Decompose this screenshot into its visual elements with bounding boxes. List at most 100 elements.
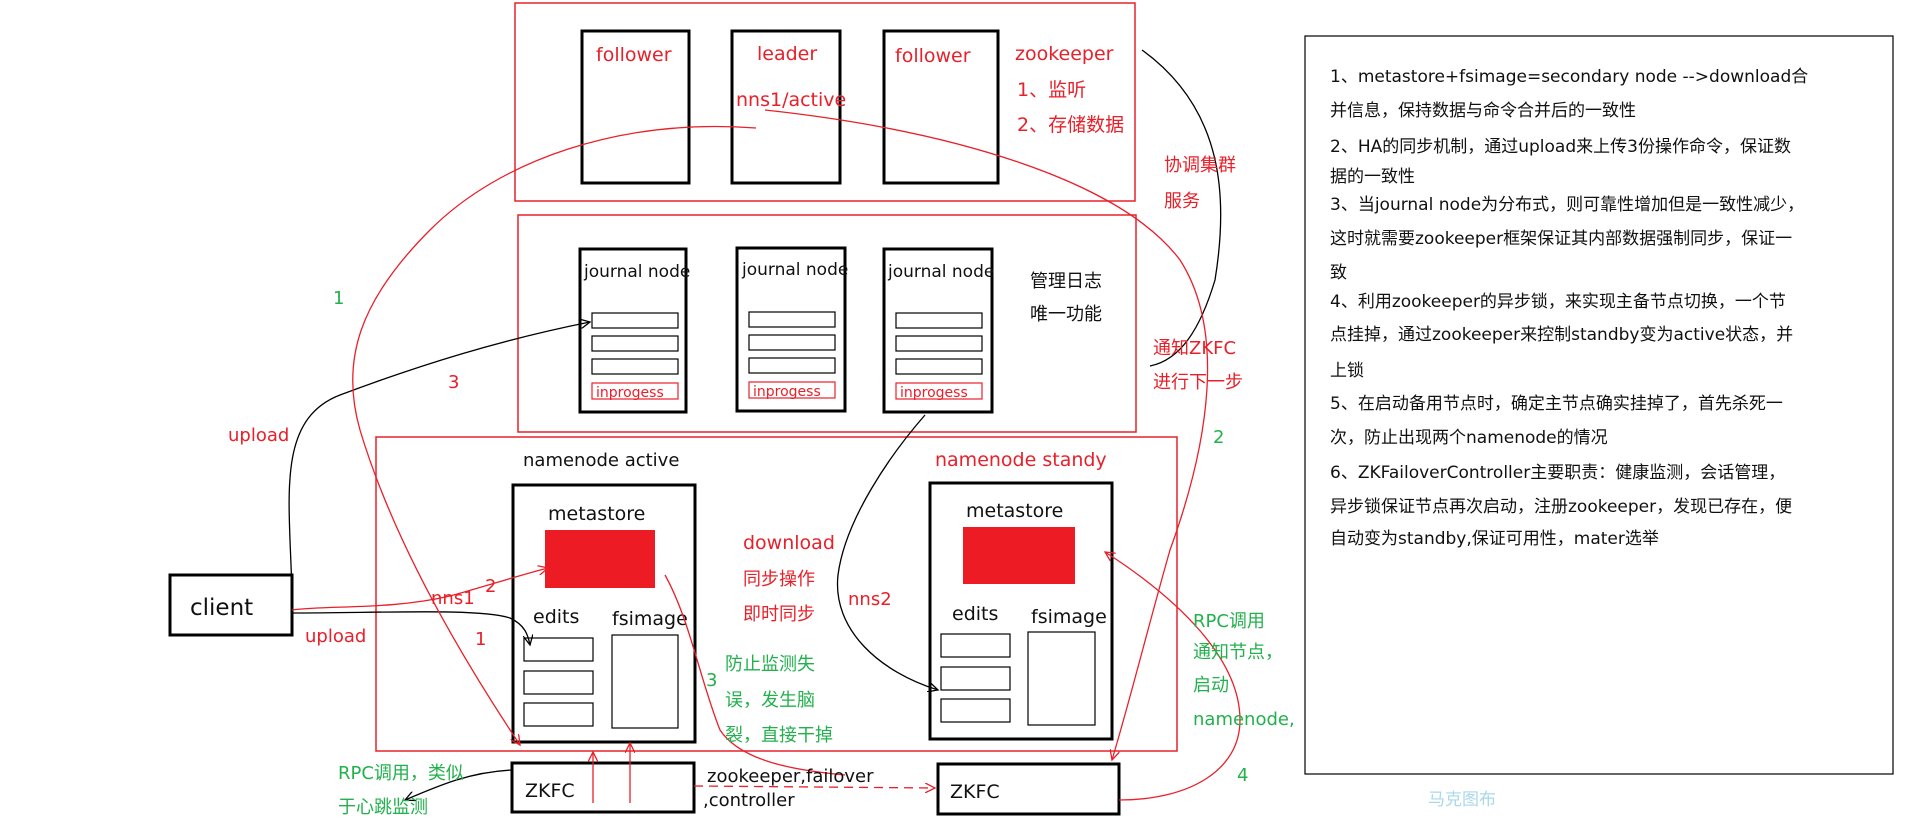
rpc-right-label-1: RPC调用 <box>1193 611 1265 632</box>
coord-label-1: 协调集群 <box>1164 155 1236 176</box>
leader-sublabel: nns1/active <box>736 89 846 111</box>
prevent-label-3: 裂，直接干掉 <box>725 725 833 746</box>
journal-cluster: journal node inprogess journal node inpr… <box>517 214 1137 433</box>
client-nns1-curve <box>291 568 548 611</box>
notes-line: 致 <box>1330 263 1347 283</box>
namenode-active-title: namenode active <box>523 450 679 471</box>
zookeeper-cluster: follower leader nns1/active follower zoo… <box>514 2 1136 202</box>
rpc-right-label-3: 启动 <box>1193 675 1229 696</box>
zkfc-active-label: ZKFC <box>525 780 575 802</box>
annotations: 协调集群 服务 通知ZKFC 进行下一步 upload upload 3 1 2… <box>228 155 1295 818</box>
journal-node-3: journal node inprogess <box>882 247 994 414</box>
zookeeper-leader <box>730 29 842 185</box>
namenode-standby-metastore-label: metastore <box>966 500 1063 522</box>
notes-line: 4、利用zookeeper的异步锁，来实现主备节点切换，一个节 <box>1330 292 1786 312</box>
notes-line: 据的一致性 <box>1330 167 1415 187</box>
notes-frame <box>1304 35 1894 775</box>
namenode-standby-edits: edits <box>952 603 998 625</box>
namenode-active-edits: edits <box>533 606 579 628</box>
zkfc-standby: ZKFC <box>936 762 1121 816</box>
namenode-standby-fsimage: fsimage <box>1031 606 1107 628</box>
zkfc-link-label-1: zookeeper,failover <box>707 766 874 787</box>
zookeeper-follower-2 <box>882 29 1000 185</box>
journal-node-2-label: journal node <box>741 260 848 280</box>
notes-line: 上锁 <box>1330 361 1364 381</box>
journal-desc-2: 唯一功能 <box>1030 304 1102 325</box>
step-4-green: 4 <box>1237 765 1248 786</box>
step-3-green: 3 <box>706 670 717 691</box>
follower-2-label: follower <box>895 45 971 67</box>
notes-line: 这时就需要zookeeper框架保证其内部数据强制同步，保证一 <box>1330 229 1792 249</box>
rpc-left-label-1: RPC调用，类似 <box>338 763 464 784</box>
client-node: client <box>168 573 294 637</box>
namenode-standby-metastore-block <box>963 527 1075 584</box>
namenode-active-metastore-label: metastore <box>548 503 645 525</box>
notify-label-1: 通知ZKFC <box>1153 338 1236 359</box>
notes-line: 异步锁保证节点再次启动，注册zookeeper，发现已存在，便 <box>1330 497 1792 517</box>
journal-node-3-inprogress: inprogess <box>900 385 968 401</box>
upload-label-top: upload <box>228 425 289 446</box>
step-2-green: 2 <box>1213 427 1224 448</box>
journal-node-1-inprogress: inprogess <box>596 385 664 401</box>
zookeeper-follower-1 <box>580 29 691 185</box>
upload-label-bottom: upload <box>305 626 366 647</box>
journal-frame <box>517 214 1137 433</box>
zookeeper-title: zookeeper <box>1015 43 1114 65</box>
notes-lines: 1、metastore+fsimage=secondary node -->do… <box>1330 67 1808 549</box>
zkfc-standby-label: ZKFC <box>950 781 1000 803</box>
sync-label-2: 即时同步 <box>743 604 815 625</box>
namenode-active: namenode active metastore edits fsimage <box>511 450 697 744</box>
notes-line: 5、在启动备用节点时，确定主节点确实挂掉了，首先杀死一 <box>1330 394 1783 414</box>
watermark: 马克图布 <box>1428 790 1496 810</box>
zkfc-link-dashed <box>693 786 935 788</box>
step-3-left: 3 <box>448 372 459 393</box>
notes-line: 点挂掉，通过zookeeper来控制standby变为active状态，并 <box>1330 325 1793 345</box>
step-1-red: 1 <box>475 629 486 650</box>
namenode-standby-title: namenode standy <box>935 449 1107 471</box>
notes-line: 并信息，保持数据与命令合并后的一致性 <box>1330 101 1636 121</box>
step-2-red: 2 <box>485 576 496 597</box>
zkfc-link-label-2: ,controller <box>703 790 795 811</box>
journal-node-1: journal node inprogess <box>578 247 690 414</box>
sync-label-1: 同步操作 <box>743 569 815 590</box>
journal-node-2: journal node inprogess <box>735 246 848 413</box>
notes-line: 2、HA的同步机制，通过upload来上传3份操作命令，保证数 <box>1330 137 1791 157</box>
connectors <box>288 49 1241 803</box>
download-sync-curve <box>664 574 846 776</box>
notes-line: 次，防止出现两个namenode的情况 <box>1330 428 1608 448</box>
download-label: download <box>743 532 835 554</box>
prevent-label-1: 防止监测失 <box>725 654 815 675</box>
journal-desc-1: 管理日志 <box>1030 271 1102 292</box>
leader-label: leader <box>757 43 817 65</box>
coord-label-2: 服务 <box>1164 191 1200 212</box>
namenode-standby: namenode standy metastore edits fsimage <box>928 449 1114 741</box>
client-label: client <box>190 595 253 621</box>
prevent-label-2: 误，发生脑 <box>725 690 815 711</box>
rpc-start-namenode-curve <box>1105 552 1241 801</box>
zookeeper-frame <box>514 2 1136 202</box>
namenode-active-metastore-block <box>545 530 655 588</box>
namenode-frame <box>375 436 1178 752</box>
follower-1-label: follower <box>596 44 672 66</box>
zookeeper-func-1: 1、监听 <box>1017 79 1086 101</box>
namenode-active-fsimage: fsimage <box>612 608 688 630</box>
nns1-label: nns1 <box>431 588 475 609</box>
notes-line: 6、ZKFailoverController主要职责：健康监测，会话管理， <box>1330 463 1785 483</box>
zookeeper-func-2: 2、存储数据 <box>1017 114 1124 136</box>
journal-node-3-label: journal node <box>887 262 994 282</box>
journal-node-1-label: journal node <box>583 262 690 282</box>
nns2-label: nns2 <box>848 589 892 610</box>
zkfc-active: ZKFC <box>510 761 696 814</box>
zookeeper-notify-curve <box>1141 49 1222 367</box>
client-upload-edits-curve <box>291 611 530 645</box>
rpc-right-label-4: namenode, <box>1193 709 1295 730</box>
rpc-left-label-2: 于心跳监测 <box>338 797 428 818</box>
notes-line: 1、metastore+fsimage=secondary node -->do… <box>1330 67 1808 87</box>
journal-node-2-inprogress: inprogess <box>753 384 821 400</box>
journal-sync-standby-curve <box>836 414 938 690</box>
client-upload-journal-curve <box>288 322 590 596</box>
step-1-green: 1 <box>333 288 344 309</box>
notify-label-2: 进行下一步 <box>1153 372 1243 393</box>
notes-line: 自动变为standby,保证可用性，mater选举 <box>1330 529 1659 549</box>
